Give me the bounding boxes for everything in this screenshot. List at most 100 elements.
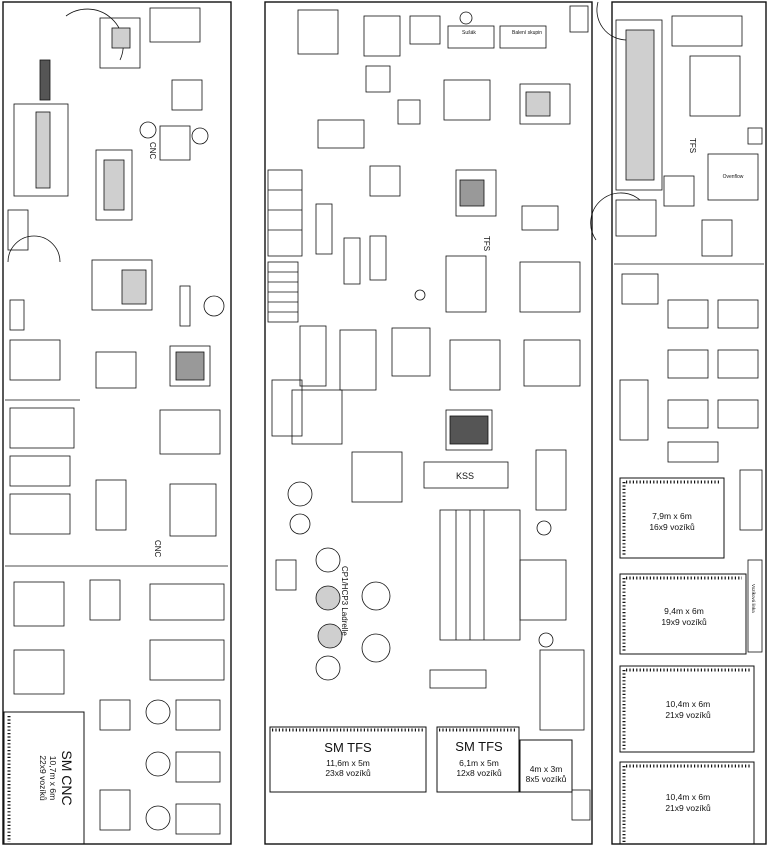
workbench [9, 493, 71, 535]
drum [459, 11, 473, 25]
storage-size: 10,4m x 6m [666, 699, 710, 709]
machine [363, 15, 401, 57]
machine-core [459, 179, 485, 207]
hall-right [590, 1, 764, 845]
label-tfs: TFS [688, 138, 697, 153]
machine-core [625, 29, 655, 181]
workbench [717, 349, 759, 379]
machine [91, 259, 153, 311]
machine [455, 169, 497, 217]
machine [443, 79, 491, 121]
operator-station [139, 121, 157, 139]
robot-cell [536, 520, 552, 536]
tank [289, 513, 311, 535]
machine-column [39, 59, 51, 101]
storage-capacity: 21x9 vozíků [665, 710, 711, 720]
storage-area [619, 665, 755, 753]
machine [351, 451, 403, 503]
operator-station [191, 127, 209, 145]
cabinet [7, 209, 29, 251]
station [701, 219, 733, 257]
label-cnc: CNC [148, 142, 157, 160]
machine [445, 255, 487, 313]
machine [89, 579, 121, 621]
label-dryer: Sušák [462, 30, 476, 36]
hall-left-outline [2, 1, 232, 845]
machine [519, 261, 581, 313]
storage-size: 7,9m x 6m [652, 511, 692, 521]
conveyor-module [535, 449, 567, 511]
label-oven: Ovenflow [723, 174, 744, 180]
cabinet [365, 65, 391, 93]
tank [287, 481, 313, 507]
conveyor-module [539, 649, 585, 731]
workbench [667, 349, 709, 379]
tank [315, 547, 341, 573]
machine [339, 329, 377, 391]
hall-middle [267, 5, 591, 821]
drum [203, 295, 225, 317]
machine [615, 199, 657, 237]
cabinet [9, 299, 25, 331]
tank [317, 623, 343, 649]
storage-capacity: 12x8 vozíků [456, 768, 502, 778]
machine [689, 55, 741, 117]
storage-size: 10,7m x 6m [48, 756, 58, 800]
tank [361, 581, 391, 611]
label-line: CP1/HCP3 Ladrelle [340, 566, 349, 636]
machine [13, 649, 65, 695]
storage-title: SM TFS [455, 739, 503, 754]
machine [13, 581, 65, 627]
workbench [9, 455, 71, 487]
machine [149, 7, 201, 43]
machine [175, 751, 221, 783]
cabinet [397, 99, 421, 125]
machine [521, 205, 559, 231]
hall-left-labels: CNC CNC SM CNC 10,7m x 6m 22x9 vozíků [38, 142, 162, 806]
storage-area-sm-tfs [436, 726, 520, 793]
swing-arc [590, 192, 641, 241]
machine-large [615, 19, 663, 191]
rack [369, 235, 387, 281]
tank [315, 655, 341, 681]
machine-core [121, 269, 147, 305]
rack [739, 469, 763, 531]
machine [95, 351, 137, 389]
dryer [447, 25, 495, 49]
machine-large [13, 103, 69, 197]
station [369, 165, 401, 197]
robot-cell [145, 699, 171, 725]
rack [179, 285, 191, 327]
storage-capacity: 22x9 vozíků [38, 755, 48, 801]
packing [499, 25, 547, 49]
hall-middle-labels: Sušák Balení skupin TFS KSS CP1/HCP3 Lad… [324, 30, 566, 784]
machine [671, 15, 743, 47]
robot-cell [145, 805, 171, 831]
rack [343, 237, 361, 285]
cabinet [747, 127, 763, 145]
machine [297, 9, 339, 55]
tank [315, 585, 341, 611]
machine [523, 339, 581, 387]
storage-capacity: 19x9 vozíků [661, 617, 707, 627]
cabinet [569, 5, 589, 33]
shelving [267, 169, 303, 257]
storage-capacity: 21x9 vozíků [665, 803, 711, 813]
machine [169, 483, 217, 537]
storage-area [619, 761, 755, 845]
oven [707, 153, 759, 201]
swing-arc [596, 1, 627, 41]
storage-area [519, 739, 573, 793]
label-packing: Balení skupin [512, 30, 542, 36]
storage-area-sm-cnc [3, 711, 85, 845]
conveyor-complex [439, 509, 521, 641]
machine [175, 699, 221, 731]
storage-capacity: 8x5 vozíků [526, 774, 567, 784]
rack [667, 441, 719, 463]
cabinet [619, 379, 649, 441]
machine [175, 803, 221, 835]
table [99, 789, 131, 831]
storage-capacity: 23x8 vozíků [325, 768, 371, 778]
label-tfs: TFS [482, 236, 491, 251]
